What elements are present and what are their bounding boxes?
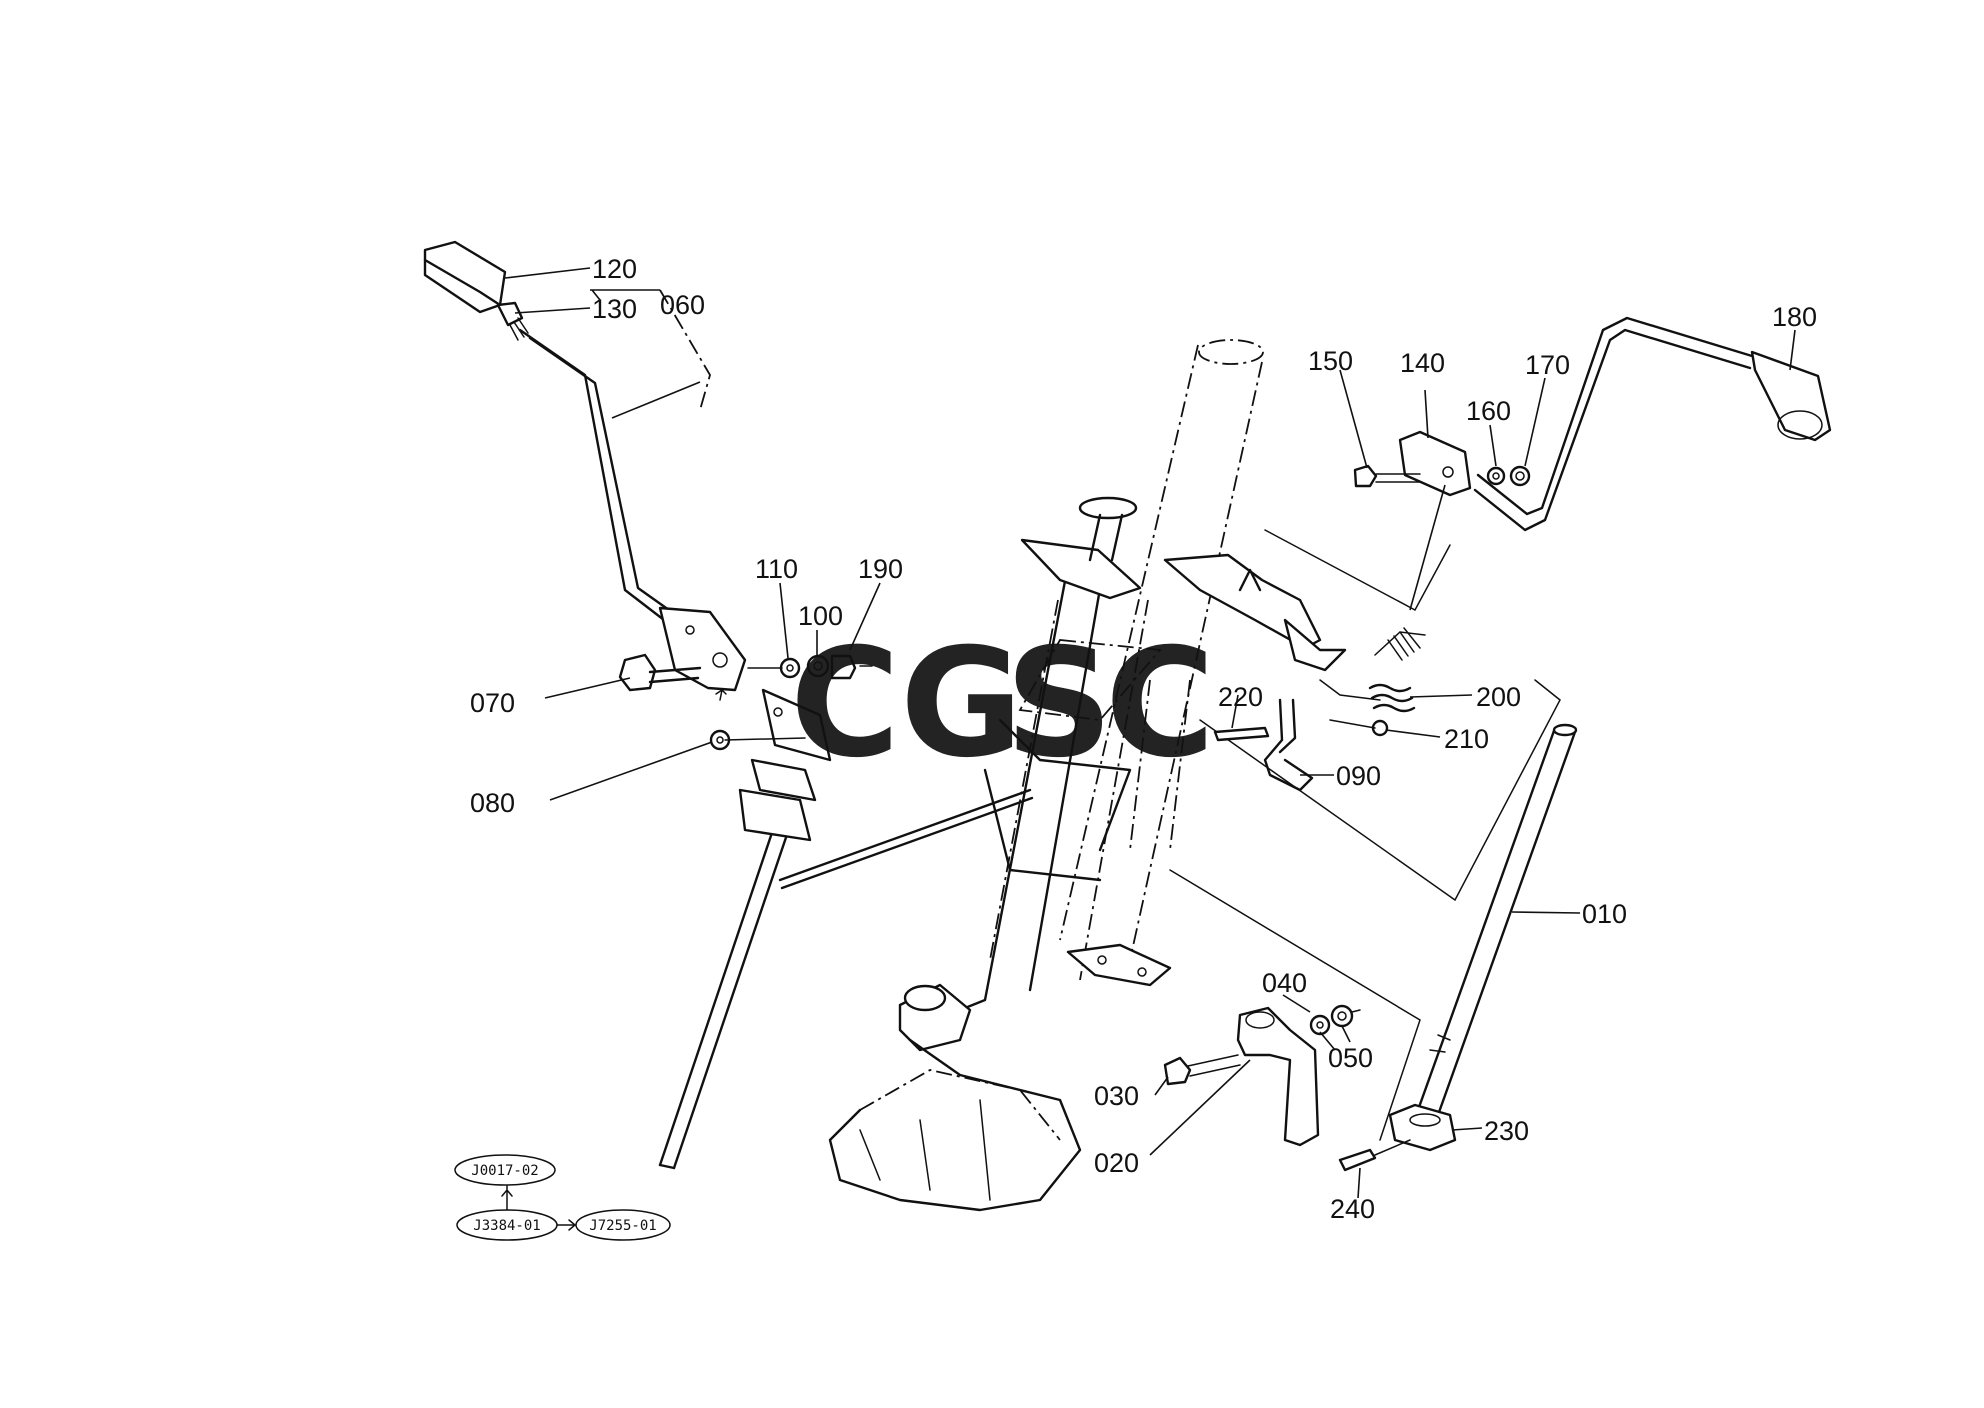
callout-070: 070 — [470, 688, 515, 718]
lower-hardware — [1163, 1004, 1361, 1147]
callout-140: 140 — [1400, 348, 1445, 378]
left-hardware — [618, 653, 873, 751]
shaft-010 — [1338, 723, 1578, 1172]
callout-030: 030 — [1094, 1081, 1139, 1111]
lever-060 — [423, 240, 747, 692]
callout-060: 060 — [660, 290, 705, 320]
callout-220: 220 — [1218, 682, 1263, 712]
callout-230: 230 — [1484, 1116, 1529, 1146]
leader-lines — [504, 267, 1796, 1199]
ref-oval-right: J7255-01 — [589, 1218, 656, 1234]
watermark-letter-s: S — [1005, 617, 1113, 791]
callout-080: 080 — [470, 788, 515, 818]
callout-050: 050 — [1328, 1043, 1373, 1073]
watermark-letter-c1: C — [790, 617, 900, 791]
callout-labels: 120 130 060 070 080 110 100 190 150 140 … — [470, 254, 1817, 1224]
callout-040: 040 — [1262, 968, 1307, 998]
callout-110: 110 — [755, 554, 798, 584]
assembly-frame-lines — [1169, 529, 1561, 1141]
callout-160: 160 — [1466, 396, 1511, 426]
cgsc-watermark: C G S C — [790, 617, 1215, 791]
callout-150: 150 — [1308, 346, 1353, 376]
reference-ovals: J0017-02 J3384-01 J7255-01 — [454, 1154, 671, 1241]
callout-200: 200 — [1476, 682, 1521, 712]
spring-hook-parts — [1213, 627, 1426, 792]
callout-120: 120 — [592, 254, 637, 284]
callout-190: 190 — [858, 554, 903, 584]
steering-column-assembly — [658, 339, 1347, 1212]
callout-240: 240 — [1330, 1194, 1375, 1224]
callout-010: 010 — [1582, 899, 1627, 929]
callout-180: 180 — [1772, 302, 1817, 332]
ref-oval-left: J3384-01 — [473, 1218, 540, 1234]
watermark-letter-c2: C — [1105, 617, 1215, 791]
callout-100: 100 — [798, 601, 843, 631]
ref-oval-top: J0017-02 — [471, 1163, 538, 1179]
callout-090: 090 — [1336, 761, 1381, 791]
callout-170: 170 — [1525, 350, 1570, 380]
callout-210: 210 — [1444, 724, 1489, 754]
lever-180 — [1353, 316, 1832, 532]
callout-020: 020 — [1094, 1148, 1139, 1178]
watermark-letter-g: G — [900, 617, 1023, 791]
callout-130: 130 — [592, 294, 637, 324]
